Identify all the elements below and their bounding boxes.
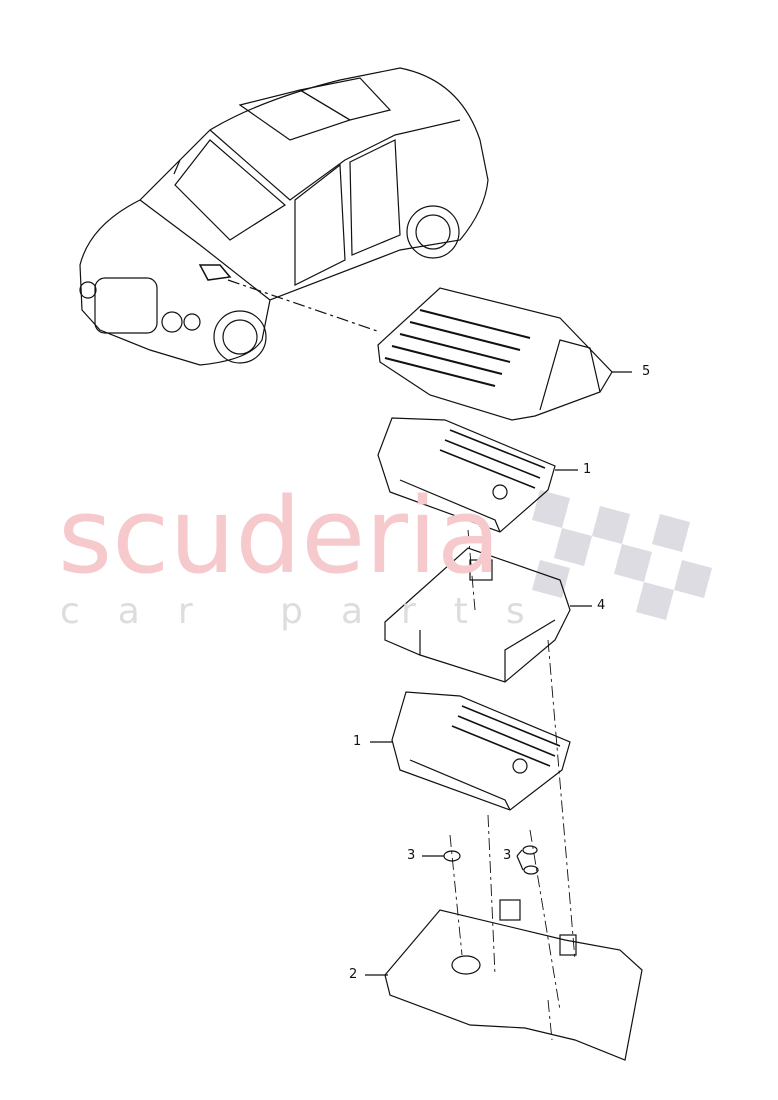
watermark-tagline: car parts (60, 591, 563, 632)
part-bracket (384, 547, 592, 683)
part-cover (377, 287, 632, 421)
vehicle-illustration (79, 67, 489, 366)
part-control-unit-upper (377, 417, 578, 533)
callout-1-upper: 1 (583, 462, 592, 477)
watermark-flag (532, 490, 712, 620)
callout-3-left: 3 (407, 848, 416, 863)
callout-3-right: 3 (503, 848, 512, 863)
part-nuts (422, 845, 539, 875)
callout-2: 2 (349, 967, 358, 982)
watermark-brand: scuderia (58, 475, 501, 597)
assembly-lines (449, 529, 576, 1041)
part-control-unit-lower (370, 691, 571, 811)
callout-1-lower: 1 (353, 734, 362, 749)
callout-4: 4 (597, 598, 606, 613)
callout-5: 5 (642, 364, 651, 379)
part-base-tray (365, 899, 643, 1061)
